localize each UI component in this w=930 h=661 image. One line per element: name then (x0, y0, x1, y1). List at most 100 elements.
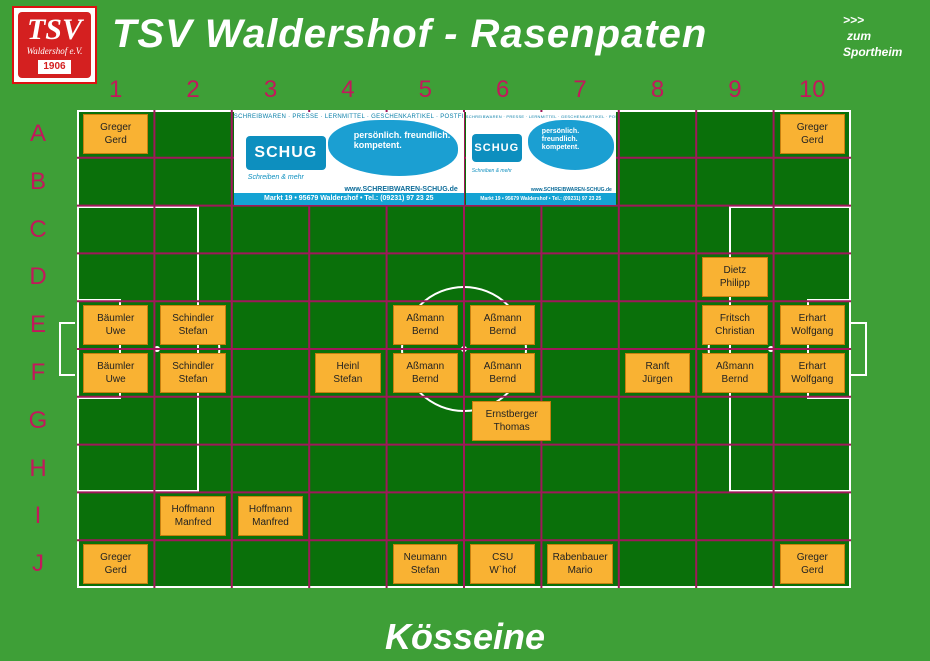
sponsor-name-line1: Ernstberger (485, 408, 538, 420)
goal-right (851, 322, 867, 376)
row-label-I: I (34, 502, 42, 530)
sponsor-name-line2: Bernd (411, 326, 439, 338)
ad-slogan: persönlich. freundlich. kompetent. (327, 120, 458, 176)
sponsor-name-line2: Stefan (178, 373, 208, 385)
sponsor-name-line2: Stefan (178, 326, 208, 338)
ad-tagline: Schreiben & mehr (247, 174, 304, 181)
sponsor-name-line1: Erhart (798, 360, 826, 372)
column-label-8: 8 (650, 76, 665, 103)
club-logo: TSV Waldershof e.V. 1906 (12, 6, 97, 84)
sponsor-name-line1: Schindler (172, 313, 214, 325)
row-label-C: C (29, 215, 47, 243)
sponsor-name-line1: Fritsch (719, 313, 750, 325)
sponsor-name-line2: Gerd (104, 134, 127, 146)
footer-title: Kösseine (384, 616, 546, 657)
sponsor-name-line1: Hoffmann (171, 504, 215, 516)
sponsor-name-line2: Stefan (410, 565, 440, 577)
column-label-7: 7 (573, 76, 587, 103)
sponsor-name-line1: Aßmann (406, 313, 445, 325)
club-logo-tsv: TSV (26, 13, 83, 46)
sponsor-name-line1: Aßmann (715, 360, 754, 372)
row-label-D: D (29, 263, 47, 291)
sponsor-name-line1: Greger (796, 552, 828, 564)
sponsor-name-line1: Greger (100, 121, 132, 133)
ad-tagline: Schreiben & mehr (471, 168, 512, 174)
ad-website: www.SCHREIBWAREN-SCHUG.de (530, 187, 612, 193)
sponsor-name-line2: Mario (567, 565, 593, 577)
ad-address: Markt 19 • 95679 Waldershof • Tel.: (092… (465, 193, 616, 205)
row-label-G: G (28, 406, 48, 434)
sportheim-link-line2: Sportheim (843, 45, 903, 59)
club-logo-name: Waldershof e.V. (26, 46, 83, 56)
sponsor-name-line2: Thomas (493, 421, 530, 433)
sponsor-name-line2: Uwe (105, 326, 126, 338)
sponsor-name-line1: Schindler (172, 360, 214, 372)
sponsor-name-line1: Aßmann (483, 313, 522, 325)
sponsor-name-line1: Aßmann (406, 360, 445, 372)
ad-slogan: persönlich. freundlich. kompetent. (527, 120, 614, 170)
sponsor-name-line1: Neumann (403, 552, 447, 564)
pitch: SCHREIBWAREN · PRESSE · LERNMITTEL · GES… (77, 110, 851, 588)
ad-logo: SCHUG (471, 134, 522, 162)
sponsor-name-line2: Wolfgang (791, 373, 834, 385)
sponsor-name-line2: Gerd (801, 134, 824, 146)
sponsor-name-line1: Aßmann (483, 360, 522, 372)
sponsor-name-line1: Greger (796, 121, 828, 133)
sponsor-name-line2: Bernd (489, 373, 517, 385)
sponsor-ad-schug[interactable]: SCHREIBWAREN · PRESSE · LERNMITTEL · GES… (465, 112, 616, 205)
sponsor-name-line1: Dietz (723, 265, 747, 277)
column-label-2: 2 (186, 76, 200, 103)
club-logo-year: 1906 (38, 60, 71, 74)
row-label-A: A (29, 119, 46, 147)
ad-top-text: SCHREIBWAREN · PRESSE · LERNMITTEL · GES… (233, 114, 464, 120)
ad-top-text: SCHREIBWAREN · PRESSE · LERNMITTEL · GES… (465, 114, 616, 119)
sportheim-link[interactable]: >>> zum Sportheim (843, 12, 902, 60)
sponsor-name-line2: Bernd (411, 373, 439, 385)
row-label-E: E (29, 311, 46, 339)
sponsor-name-line2: Uwe (105, 373, 126, 385)
ad-address: Markt 19 • 95679 Waldershof • Tel.: (092… (233, 193, 464, 205)
sponsor-name-line2: Gerd (801, 565, 824, 577)
column-label-10: 10 (798, 76, 826, 103)
ad-website: www.SCHREIBWAREN-SCHUG.de (344, 186, 458, 193)
column-label-3: 3 (263, 76, 278, 103)
row-label-B: B (29, 167, 46, 195)
sponsor-name-line1: CSU (492, 552, 514, 564)
column-label-6: 6 (496, 76, 510, 103)
sponsor-ad-schug[interactable]: SCHREIBWAREN · PRESSE · LERNMITTEL · GES… (233, 112, 464, 205)
sponsor-name-line1: Rabenbauer (552, 552, 608, 564)
ad-logo: SCHUG (245, 136, 326, 170)
column-label-4: 4 (341, 76, 355, 103)
row-label-F: F (30, 358, 46, 386)
column-label-9: 9 (728, 76, 742, 103)
sponsor-name-line2: Gerd (104, 565, 127, 577)
sponsor-name-line1: Bäumler (97, 360, 135, 372)
sponsor-name-line1: Hoffmann (248, 504, 293, 516)
page-title: TSV Waldershof - Rasenpaten (112, 12, 708, 56)
